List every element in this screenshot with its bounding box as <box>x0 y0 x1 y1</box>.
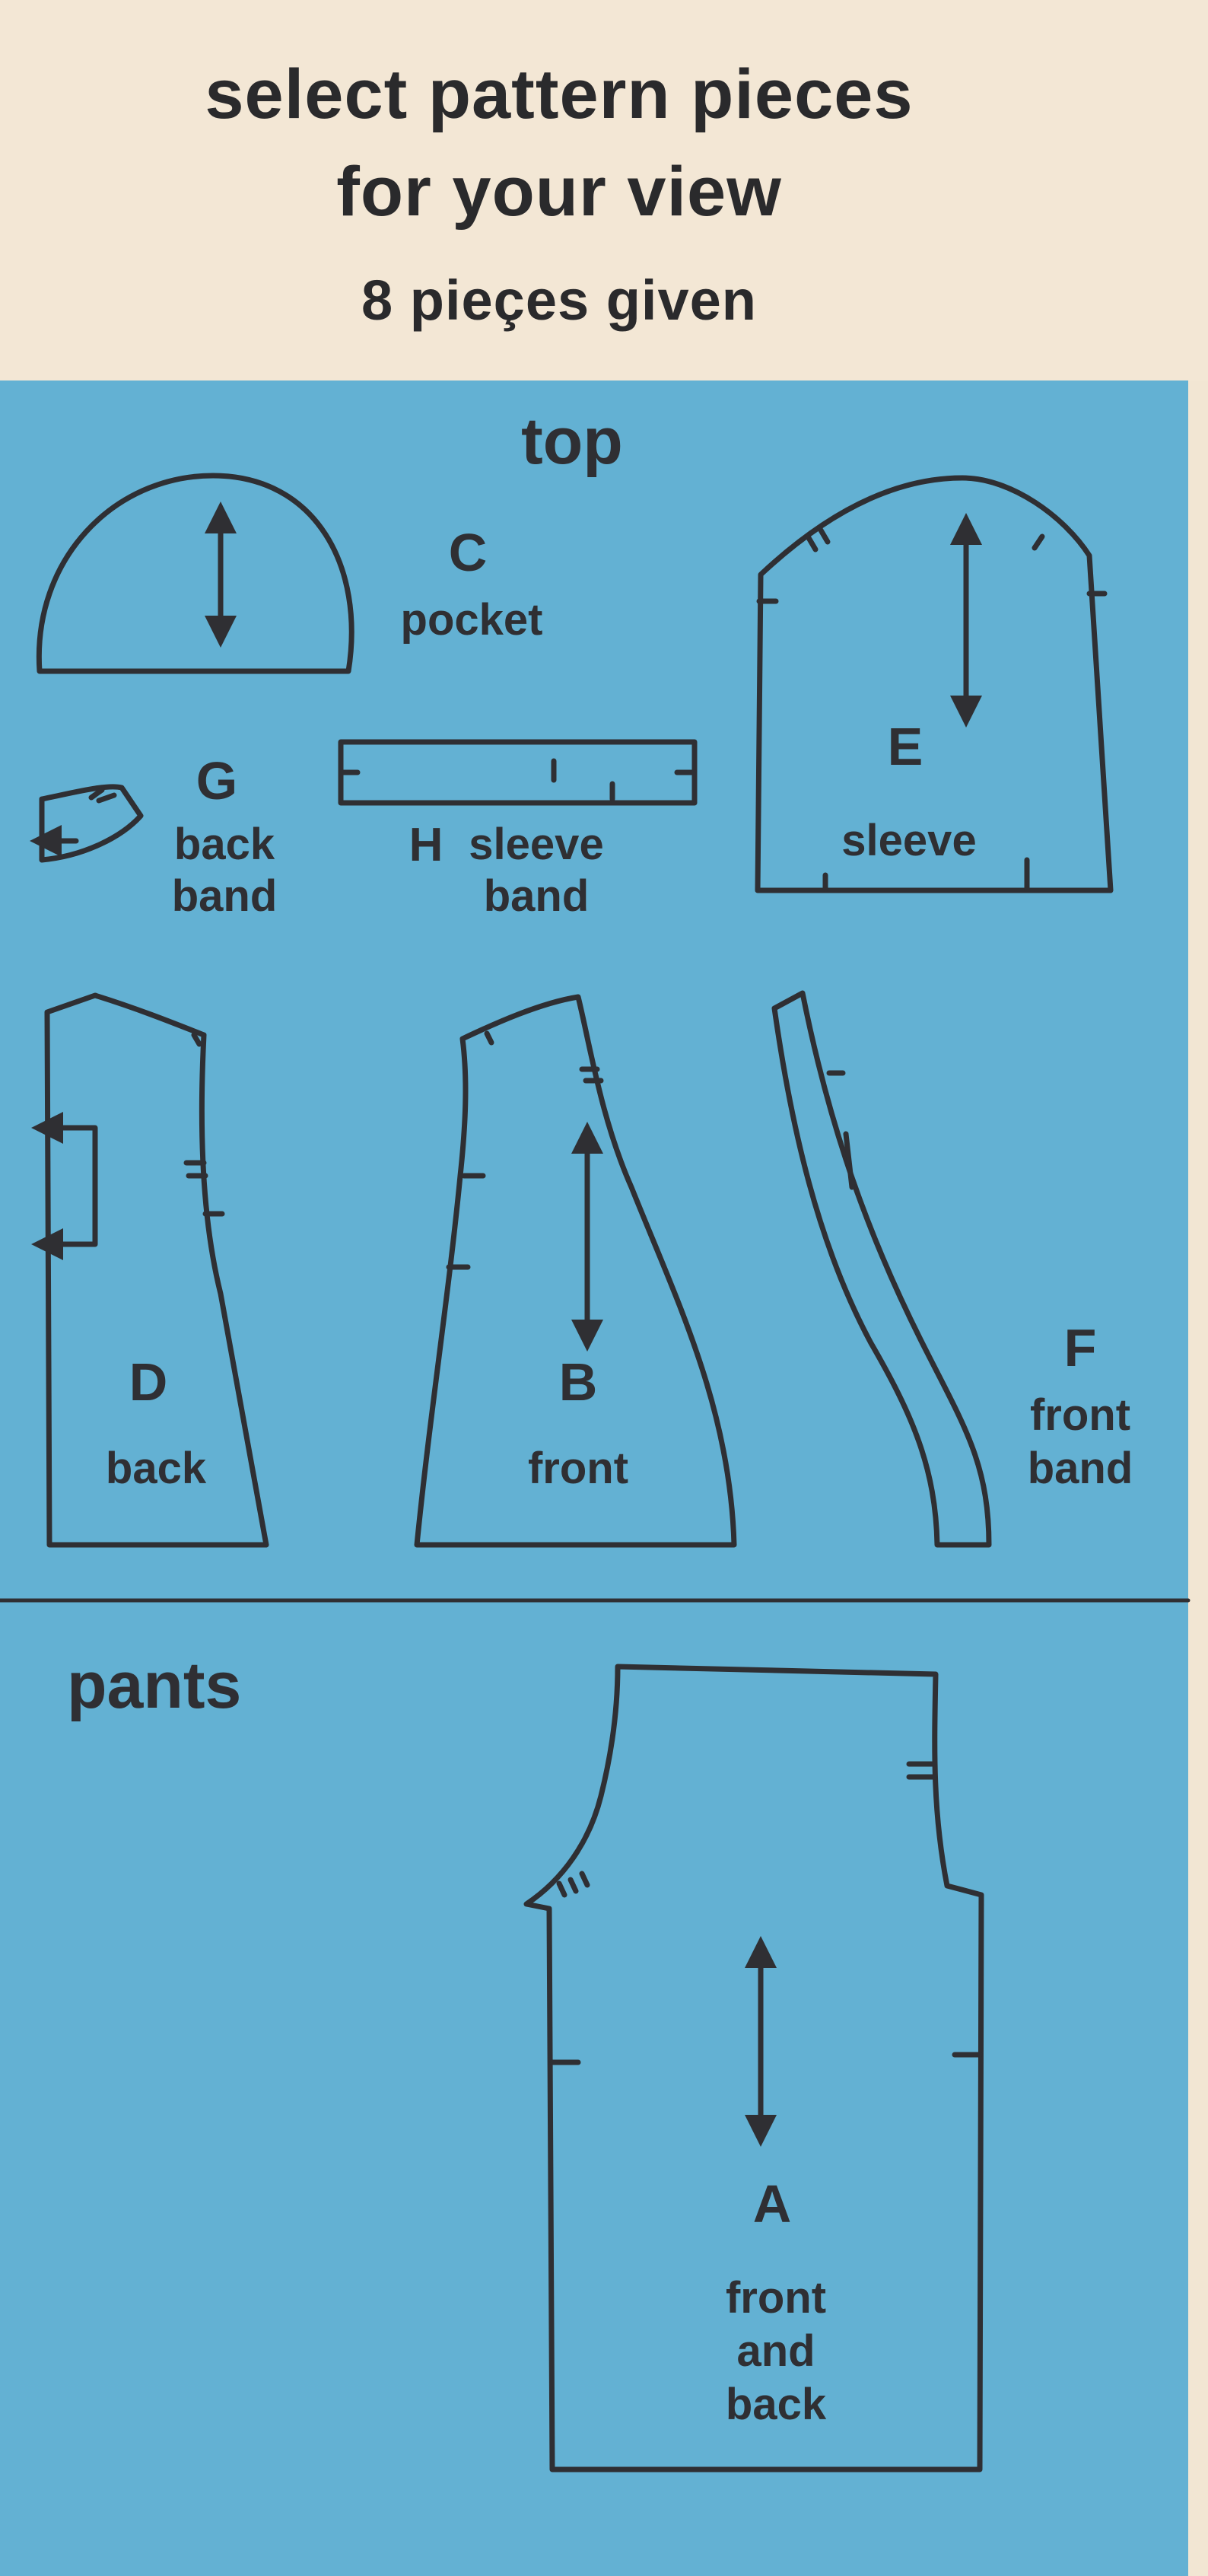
piece-g-label-2: band <box>171 871 278 921</box>
heading-line-1: select pattern pieces <box>205 56 914 133</box>
piece-g-label-1: back <box>173 820 275 869</box>
section-title-top: top <box>521 405 623 478</box>
pattern-panel <box>0 381 1188 2576</box>
header: select pattern pieces for your view 8 pi… <box>0 0 1208 381</box>
piece-h-label-1: sleeve <box>469 820 604 869</box>
piece-b-label: front <box>527 1444 629 1493</box>
pieces-count: 8 pieçes given <box>361 269 757 332</box>
piece-b-front-shape <box>414 994 737 1548</box>
piece-c-pocket-shape <box>36 473 354 674</box>
piece-a-pants-shape <box>523 1664 984 2473</box>
piece-g-back-band-shape <box>30 784 144 863</box>
piece-d-back-shape <box>31 992 269 1548</box>
piece-d-letter: D <box>129 1352 168 1412</box>
piece-c-letter: C <box>448 523 488 582</box>
piece-h-label-2: band <box>483 871 590 921</box>
section-title-pants: pants <box>67 1649 242 1722</box>
piece-e-letter: E <box>887 717 923 776</box>
piece-g-letter: G <box>196 751 238 810</box>
piece-f-label-2: band <box>1027 1444 1133 1493</box>
piece-h-letter: H <box>408 819 443 871</box>
piece-f-label-1: front <box>1029 1390 1131 1440</box>
piece-d-label: back <box>105 1444 207 1493</box>
piece-a-letter: A <box>752 2174 792 2234</box>
piece-f-letter: F <box>1063 1318 1097 1377</box>
piece-h-sleeve-band-shape <box>338 739 698 806</box>
piece-f-front-band-shape <box>771 990 992 1548</box>
heading-line-2: for your view <box>336 153 782 231</box>
piece-a-label-3: back <box>725 2380 827 2429</box>
piece-e-label: sleeve <box>841 816 977 865</box>
piece-c-label: pocket <box>400 595 543 645</box>
piece-b-letter: B <box>558 1352 598 1412</box>
piece-a-label-2: and <box>736 2326 815 2376</box>
piece-e-sleeve-shape <box>755 475 1114 893</box>
piece-a-label-1: front <box>725 2273 827 2323</box>
